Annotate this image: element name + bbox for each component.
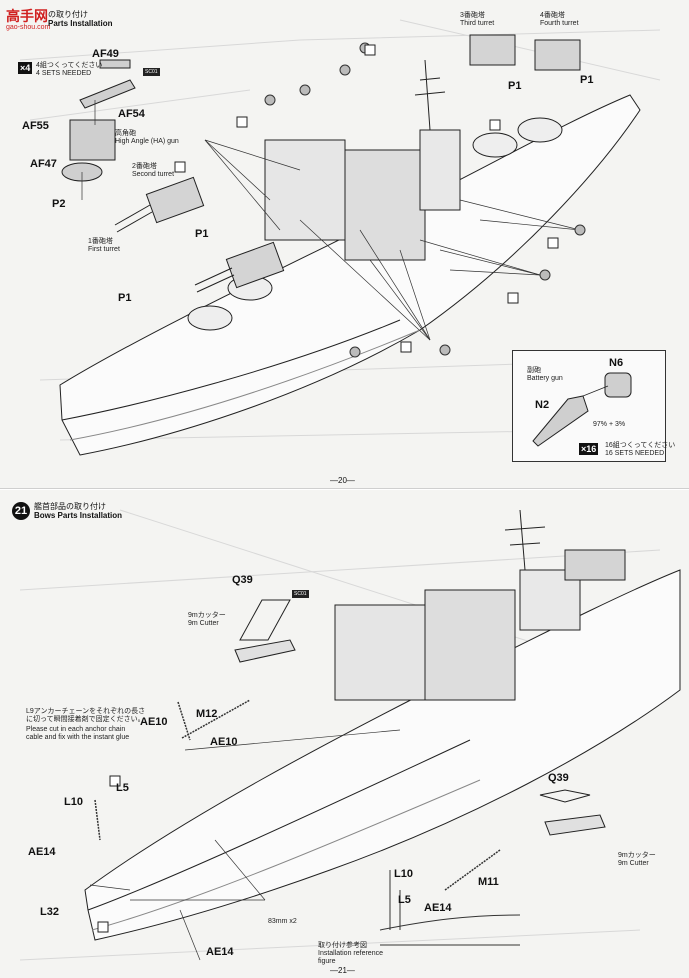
cutter-jp-a: 9mカッター <box>188 612 226 619</box>
header-en: Bows Parts Installation <box>34 511 123 520</box>
third-turret-jp: 3番砲塔 <box>460 12 485 19</box>
instruction-page-21: 21 艦首部品の取り付け Bows Parts Installation Q39… <box>0 490 689 978</box>
label-l5-a: L5 <box>116 782 129 794</box>
header-jp: の取り付け <box>48 10 88 19</box>
instruction-page-20: 高手网 gao-shou.com の取り付け Parts Installatio… <box>0 0 689 489</box>
label-n6: N6 <box>609 357 624 369</box>
step-number: 21 <box>12 502 30 520</box>
sets-badge: ×4 <box>18 62 33 74</box>
label-m11: M11 <box>478 876 499 888</box>
fourth-turret-en: Fourth turret <box>540 20 579 27</box>
chain-note-en-2: cable and fix with the instant glue <box>26 734 130 741</box>
ha-gun-jp: 高角砲 <box>115 130 136 137</box>
sprue-tag: SC01 <box>292 590 309 598</box>
label-af54: AF54 <box>118 108 145 120</box>
label-af49: AF49 <box>92 48 119 60</box>
chain-length: 83mm x2 <box>268 918 297 925</box>
color-mix: 97% + 3% <box>593 421 626 428</box>
label-af47: AF47 <box>30 158 57 170</box>
fourth-turret-jp: 4番砲塔 <box>540 12 565 19</box>
battery-sets-jp: 16組つくってください <box>605 442 676 449</box>
ref-jp: 取り付け参考図 <box>318 942 367 949</box>
chain-note-jp-1: L9アンカーチェーンをそれぞれの長さ <box>26 708 146 715</box>
ref-en-1: Installation reference <box>318 950 383 957</box>
cutter-jp-b: 9mカッター <box>618 852 656 859</box>
label-p1-b: P1 <box>118 292 132 304</box>
label-q39-b: Q39 <box>548 772 569 784</box>
header-en: Parts Installation <box>48 19 113 28</box>
page-number-top: —20— <box>330 476 355 485</box>
hull-drawing-bows <box>19 509 681 961</box>
label-l10-a: L10 <box>64 796 83 808</box>
label-l32: L32 <box>40 906 59 918</box>
first-turret-en: First turret <box>88 246 120 253</box>
sets-jp: 4組つくってください <box>36 62 103 69</box>
ha-gun-en: High Angle (HA) gun <box>115 138 179 145</box>
first-turret-jp: 1番砲塔 <box>88 238 113 245</box>
label-af55: AF55 <box>22 120 49 132</box>
sets-en: 4 SETS NEEDED <box>36 70 92 77</box>
sprue-tag: SC01 <box>143 68 160 76</box>
label-ae14-c: AE14 <box>206 946 234 958</box>
second-turret-en: Second turret <box>132 171 175 178</box>
label-m12: M12 <box>196 708 218 720</box>
cutter-en-a: 9m Cutter <box>188 620 219 627</box>
label-p1-c: P1 <box>580 74 594 86</box>
chain-note-jp-2: に切って瞬間接着剤で固定ください。 <box>26 716 145 723</box>
battery-gun-jp: 副砲 <box>527 367 541 374</box>
label-ae10-b: AE10 <box>210 736 238 748</box>
label-p1-d: P1 <box>508 80 522 92</box>
label-n2: N2 <box>535 399 550 411</box>
ref-en-2: figure <box>318 958 336 965</box>
label-l5-b: L5 <box>398 894 411 906</box>
third-turret-en: Third turret <box>460 20 495 27</box>
chain-note-en-1: Please cut in each anchor chain <box>26 726 126 733</box>
battery-gun-drawing <box>532 372 632 447</box>
header-jp: 艦首部品の取り付け <box>34 502 106 511</box>
hull-drawing-upper <box>19 19 661 456</box>
watermark-url: gao-shou.com <box>6 24 51 31</box>
battery-sets-badge: ×16 <box>579 443 599 455</box>
battery-gun-inset: 副砲 Battery gun N6 N2 97% + 3% ×16 16組つくっ… <box>512 350 675 462</box>
battery-sets-en: 16 SETS NEEDED <box>605 450 665 457</box>
second-turret-jp: 2番砲塔 <box>132 163 157 170</box>
label-p2: P2 <box>52 198 66 210</box>
label-ae10-a: AE10 <box>140 716 168 728</box>
label-q39-a: Q39 <box>232 574 253 586</box>
watermark-logo: 高手网 <box>6 8 48 24</box>
label-l10-b: L10 <box>394 868 413 880</box>
page-number-bottom: —21— <box>330 966 355 975</box>
label-ae14-b: AE14 <box>424 902 452 914</box>
cutter-en-b: 9m Cutter <box>618 860 649 867</box>
battery-gun-en: Battery gun <box>527 375 563 382</box>
label-p1-a: P1 <box>195 228 209 240</box>
label-ae14-a: AE14 <box>28 846 56 858</box>
